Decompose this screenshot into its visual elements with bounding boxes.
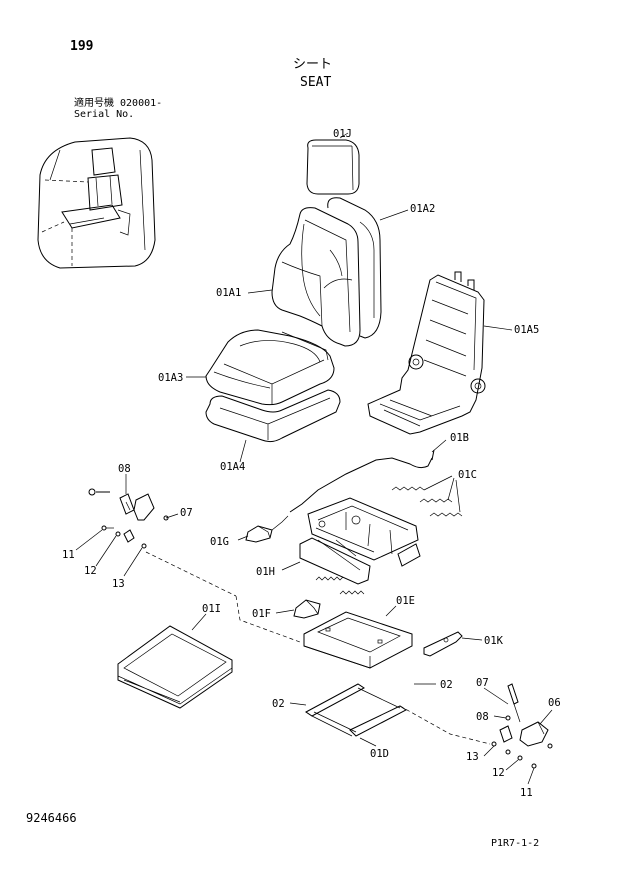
leader-01A5 bbox=[483, 325, 513, 331]
cable-part bbox=[289, 449, 435, 513]
seatbelt-buckle-right-part bbox=[491, 683, 553, 769]
leader-01H bbox=[281, 561, 301, 571]
leader-01J bbox=[339, 132, 349, 139]
callout-13-left: 13 bbox=[112, 578, 125, 590]
callout-01I: 01I bbox=[202, 603, 221, 615]
callout-01F: 01F bbox=[252, 608, 271, 620]
serial-label-english: Serial No. bbox=[74, 109, 135, 120]
callout-01K: 01K bbox=[484, 635, 504, 647]
leader-12b bbox=[505, 759, 519, 771]
callout-11-left: 11 bbox=[62, 549, 75, 561]
assembly-line-left bbox=[145, 551, 301, 643]
seat-base-cushion-part bbox=[205, 389, 341, 443]
leader-08b bbox=[493, 715, 507, 719]
leader-07b bbox=[483, 687, 509, 705]
leader-13b bbox=[483, 745, 495, 757]
bracket-part bbox=[423, 631, 463, 657]
seat-frame-part bbox=[367, 271, 486, 435]
leader-11b bbox=[527, 767, 535, 785]
leader-11a bbox=[75, 529, 103, 551]
base-plate-part bbox=[303, 611, 413, 669]
callout-06: 06 bbox=[548, 697, 561, 709]
callout-01A3: 01A3 bbox=[158, 372, 183, 384]
backrest-cushion-part bbox=[271, 207, 361, 347]
leader-01I bbox=[191, 613, 207, 631]
callout-08-right: 08 bbox=[476, 711, 489, 723]
leader-01F bbox=[275, 609, 295, 614]
seat-cushion-part bbox=[205, 329, 335, 406]
seatbelt-buckle-left-part bbox=[88, 488, 169, 549]
leader-01K bbox=[461, 637, 483, 641]
leader-13a bbox=[123, 547, 143, 577]
cover-piece-part bbox=[293, 599, 321, 619]
callout-01A2: 01A2 bbox=[410, 203, 435, 215]
callout-01B: 01B bbox=[450, 432, 469, 444]
leader-01E bbox=[385, 605, 397, 617]
title-japanese: シート bbox=[293, 57, 333, 72]
callout-01A1: 01A1 bbox=[216, 287, 241, 299]
callout-08-left: 08 bbox=[118, 463, 131, 475]
callout-01D: 01D bbox=[370, 748, 389, 760]
serial-label-japanese: 適用号機 020001- bbox=[74, 98, 163, 109]
leader-06 bbox=[539, 709, 553, 725]
title-english: SEAT bbox=[300, 75, 332, 90]
callout-01A4: 01A4 bbox=[220, 461, 245, 473]
callout-01J: 01J bbox=[333, 128, 352, 140]
callout-01A5: 01A5 bbox=[514, 324, 539, 336]
callout-02-left: 02 bbox=[272, 698, 285, 710]
leader-12a bbox=[95, 535, 117, 567]
lever-handle-part bbox=[245, 515, 289, 543]
callout-11-right: 11 bbox=[520, 787, 533, 799]
callout-01C: 01C bbox=[458, 469, 477, 481]
callout-01E: 01E bbox=[396, 595, 415, 607]
callout-02-right: 02 bbox=[440, 679, 453, 691]
leader-01B bbox=[431, 439, 447, 453]
slide-rails-part bbox=[305, 683, 407, 737]
callout-01H: 01H bbox=[256, 566, 275, 578]
leader-01G bbox=[237, 535, 249, 541]
leader-01A4 bbox=[239, 439, 247, 463]
leader-07a bbox=[165, 513, 179, 519]
leader-01A2 bbox=[379, 209, 409, 221]
callout-01G: 01G bbox=[210, 536, 229, 548]
callout-12-right: 12 bbox=[492, 767, 505, 779]
suspension-mechanism-part bbox=[299, 497, 421, 595]
leader-02a bbox=[289, 702, 307, 706]
callout-07-right: 07 bbox=[476, 677, 489, 689]
leader-01A1 bbox=[247, 289, 273, 294]
leader-01D bbox=[359, 737, 377, 747]
document-code: 9246466 bbox=[26, 811, 77, 825]
callout-13-right: 13 bbox=[466, 751, 479, 763]
callout-07-left: 07 bbox=[180, 507, 193, 519]
reference-code: P1R7-1-2 bbox=[491, 838, 540, 849]
page-number: 199 bbox=[70, 39, 94, 54]
cab-overview-thumbnail bbox=[37, 137, 156, 269]
callout-12-left: 12 bbox=[84, 565, 97, 577]
assembly-line-right bbox=[399, 705, 491, 745]
backrest-cover-part bbox=[327, 197, 382, 339]
headrest-part bbox=[306, 139, 360, 195]
storage-tray-part bbox=[117, 625, 233, 709]
springs-part bbox=[391, 486, 463, 517]
leader-01C bbox=[423, 475, 461, 513]
